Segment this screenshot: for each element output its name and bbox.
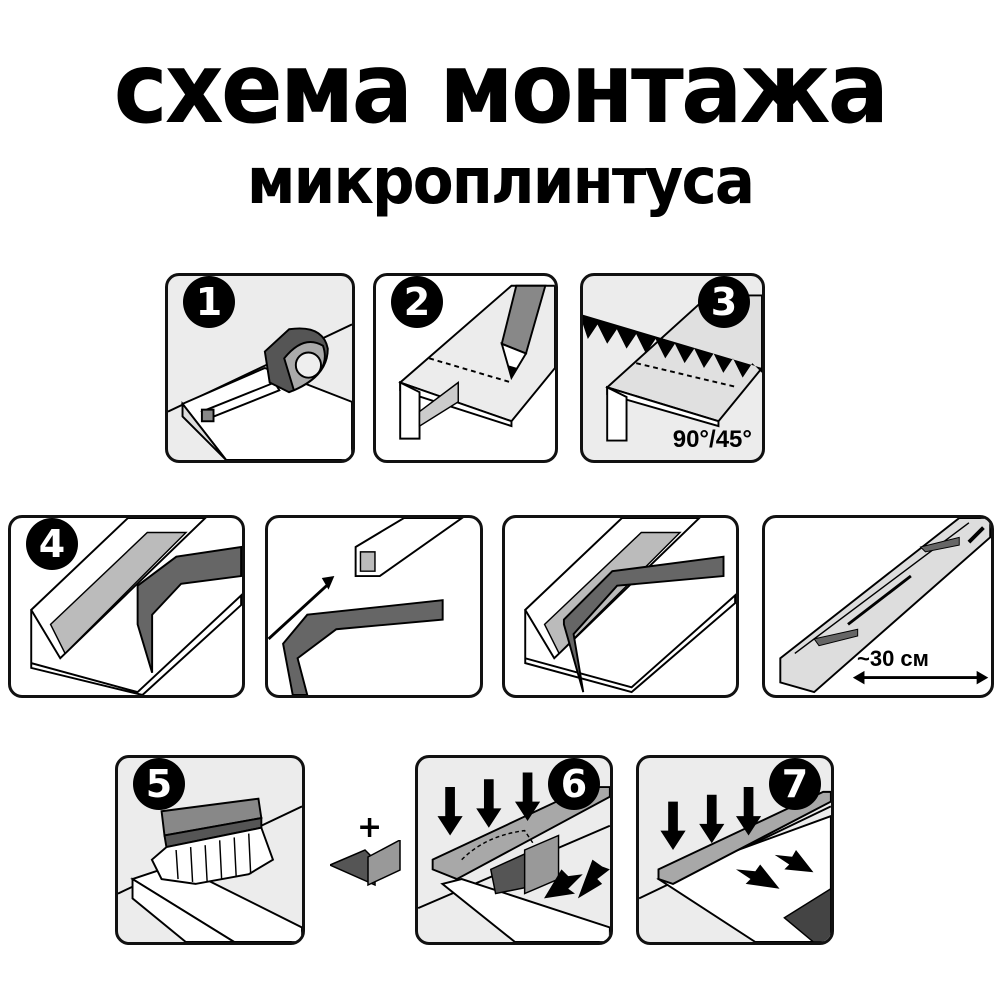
pencil-marking-icon	[398, 284, 555, 440]
step-6-panel: 6	[415, 755, 613, 945]
step-4-panel-a: 4	[8, 515, 245, 698]
step-4-panel-c	[502, 515, 739, 698]
step-7-panel: 7	[636, 755, 834, 945]
clip-spacing-icon	[779, 518, 991, 694]
press-connector-icon	[418, 772, 610, 942]
step-number-badge: 4	[26, 518, 78, 570]
tape-measure-icon	[168, 323, 352, 460]
step-4-panel-d: ~30 см	[762, 515, 994, 698]
clip-installed-icon	[524, 518, 736, 694]
clip-insert-icon	[268, 518, 464, 695]
step-number-badge: 2	[391, 276, 443, 328]
page-subtitle: микроплинтуса	[246, 145, 755, 219]
angle-label: 90°/45°	[672, 426, 752, 453]
step-number-badge: 1	[183, 276, 235, 328]
profile-clip-icon	[30, 518, 242, 695]
plus-sign: +	[357, 810, 383, 845]
brush-icon	[118, 797, 302, 942]
spacing-label: ~30 см	[857, 646, 929, 671]
step-4-panel-b	[265, 515, 483, 698]
step-1-panel: 1	[165, 273, 355, 463]
step-number-badge: 6	[548, 758, 600, 810]
step-2-panel: 2	[373, 273, 558, 463]
step-number-badge: 7	[769, 758, 821, 810]
step-3-panel: 3 90°/45°	[580, 273, 765, 463]
page-title: схема монтажа	[113, 32, 889, 146]
step-number-badge: 3	[698, 276, 750, 328]
step-5-panel: 5	[115, 755, 305, 945]
press-into-place-icon	[639, 787, 831, 942]
connector-piece-icon	[330, 840, 401, 887]
step-number-badge: 5	[133, 758, 185, 810]
